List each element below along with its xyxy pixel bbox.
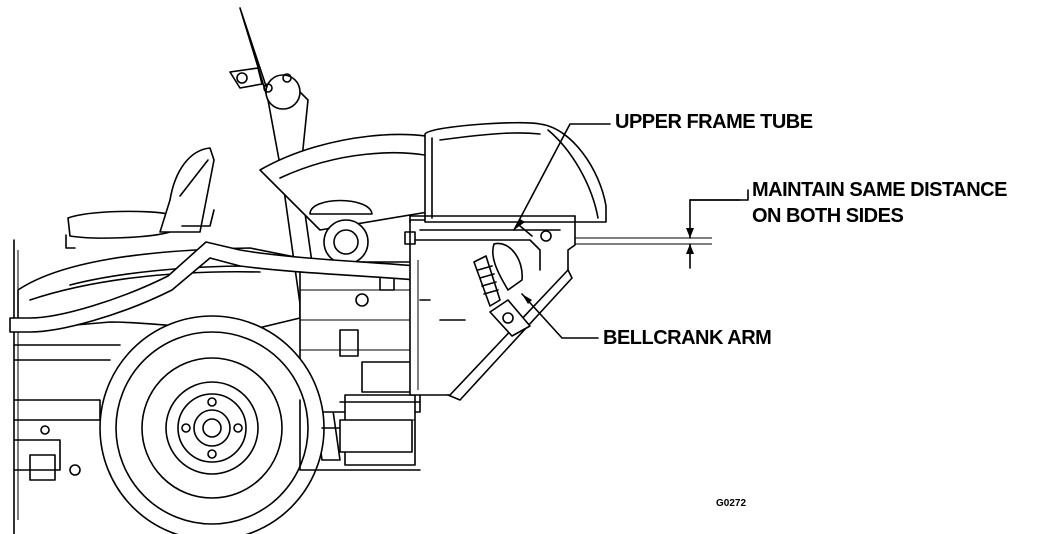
label-distance-line1: MAINTAIN SAME DISTANCE xyxy=(752,179,1007,201)
bag-mount xyxy=(404,219,576,401)
label-bellcrank-arm: BELLCRANK ARM xyxy=(603,327,772,349)
rear-wheel xyxy=(99,315,346,534)
label-distance-line2: ON BOTH SIDES xyxy=(752,205,904,227)
leader-lines xyxy=(513,123,611,339)
label-upper-frame-tube: UPPER FRAME TUBE xyxy=(615,111,813,133)
lower-chassis xyxy=(299,399,421,471)
grass-bag xyxy=(409,121,607,223)
dimension-marker xyxy=(575,189,749,269)
bellcrank-assembly xyxy=(473,225,552,337)
seat xyxy=(65,147,215,249)
figure-code: G0272 xyxy=(716,498,747,509)
